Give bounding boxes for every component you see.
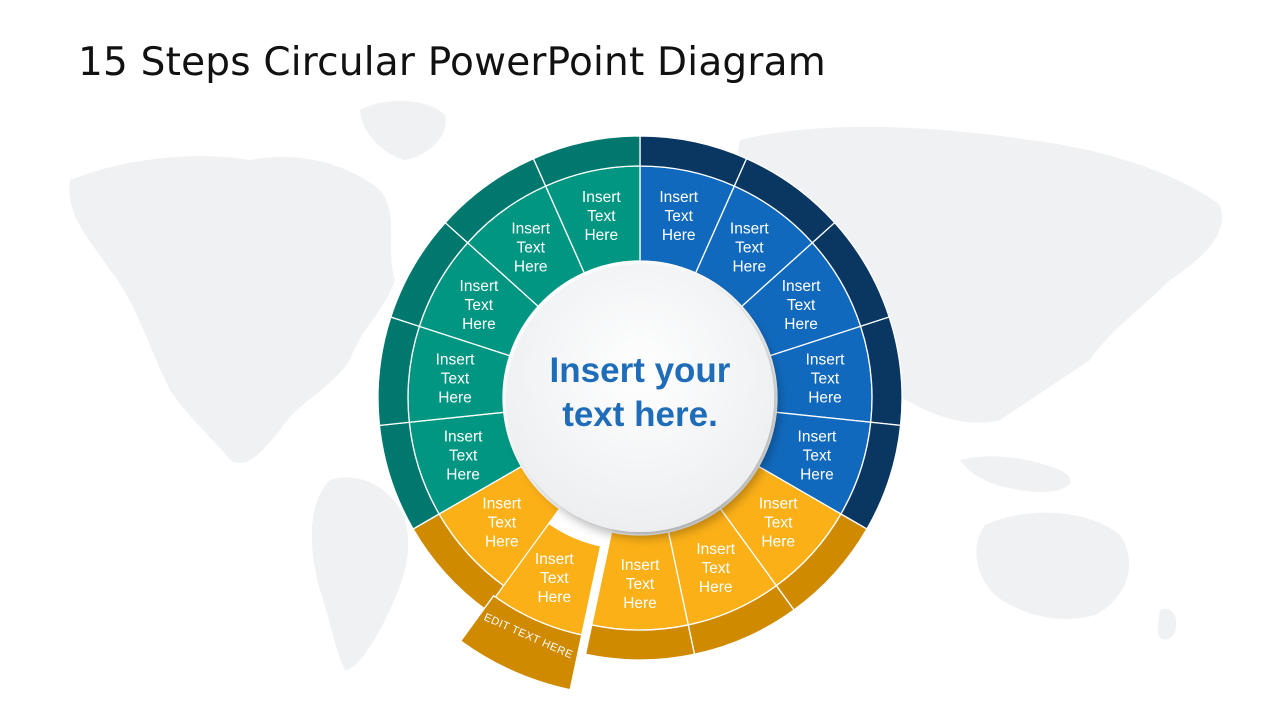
segment-3-label-line-2: Text bbox=[787, 297, 816, 314]
map-new-zealand bbox=[1157, 608, 1177, 640]
segment-13-label-line-2: Text bbox=[465, 297, 494, 314]
segment-15-label-line-2: Text bbox=[587, 208, 616, 225]
segment-8-label-line-2: Text bbox=[626, 576, 655, 593]
segment-1-label-line-1: Insert bbox=[659, 189, 698, 206]
segment-6-label-line-2: Text bbox=[764, 515, 793, 532]
center-text-line-2: text here. bbox=[562, 395, 718, 434]
segment-4-label-line-2: Text bbox=[811, 371, 840, 388]
map-south-america bbox=[311, 477, 409, 670]
map-greenland bbox=[360, 100, 446, 160]
segment-10-label-line-3: Here bbox=[485, 534, 519, 551]
segment-1-label-line-2: Text bbox=[664, 208, 693, 225]
segment-2-label-line-3: Here bbox=[732, 259, 766, 276]
center-circle: Insert your text here. bbox=[506, 264, 774, 532]
segment-8-label-line-1: Insert bbox=[621, 557, 660, 574]
map-north-america bbox=[69, 156, 396, 464]
segment-5-label-line-2: Text bbox=[803, 448, 832, 465]
segment-15-label-line-1: Insert bbox=[582, 189, 621, 206]
map-indonesia bbox=[960, 456, 1071, 492]
segment-15-outer-band bbox=[532, 135, 641, 187]
segment-2-label-line-2: Text bbox=[735, 240, 764, 257]
segment-15-label-line-3: Here bbox=[584, 227, 618, 244]
segment-7-label-line-3: Here bbox=[699, 579, 733, 596]
segment-11-label-line-1: Insert bbox=[444, 429, 483, 446]
segment-14-label-line-2: Text bbox=[516, 240, 545, 257]
center-disc bbox=[506, 264, 774, 532]
map-australia bbox=[976, 512, 1130, 619]
segment-7-label-line-2: Text bbox=[701, 560, 730, 577]
segment-9-label-line-3: Here bbox=[537, 589, 571, 606]
slide-title: 15 Steps Circular PowerPoint Diagram bbox=[78, 40, 826, 85]
segment-12-label-line-3: Here bbox=[438, 390, 472, 407]
segment-10-label-line-2: Text bbox=[488, 515, 517, 532]
segment-5-label-line-1: Insert bbox=[798, 429, 837, 446]
segment-14-label-line-1: Insert bbox=[511, 221, 550, 238]
segment-6-label-line-3: Here bbox=[761, 534, 795, 551]
segment-1-label-line-3: Here bbox=[662, 227, 696, 244]
segment-9-label-line-2: Text bbox=[540, 570, 569, 587]
segment-11-label-line-2: Text bbox=[449, 448, 478, 465]
segment-5-label-line-3: Here bbox=[800, 467, 834, 484]
segment-10-label-line-1: Insert bbox=[482, 496, 521, 513]
segment-12-label-line-2: Text bbox=[441, 371, 470, 388]
segment-2-label-line-1: Insert bbox=[730, 221, 769, 238]
segment-8-label-line-3: Here bbox=[623, 595, 657, 612]
outer-tab-band bbox=[459, 594, 583, 691]
segment-7-label-line-1: Insert bbox=[696, 541, 735, 558]
segment-9-label-line-1: Insert bbox=[535, 551, 574, 568]
segment-3-label-line-1: Insert bbox=[782, 278, 821, 295]
segment-6-label-line-1: Insert bbox=[759, 496, 798, 513]
segment-14-label-line-3: Here bbox=[514, 259, 548, 276]
segment-4-label-line-1: Insert bbox=[806, 352, 845, 369]
center-text-line-1: Insert your bbox=[550, 351, 731, 390]
segment-11-label-line-3: Here bbox=[446, 467, 480, 484]
segment-13-label-line-1: Insert bbox=[460, 278, 499, 295]
segment-8-outer-band bbox=[584, 624, 696, 661]
segment-13-label-line-3: Here bbox=[462, 316, 496, 333]
segment-3-label-line-3: Here bbox=[784, 316, 818, 333]
segment-4-label-line-3: Here bbox=[808, 390, 842, 407]
segment-12-label-line-1: Insert bbox=[436, 352, 475, 369]
